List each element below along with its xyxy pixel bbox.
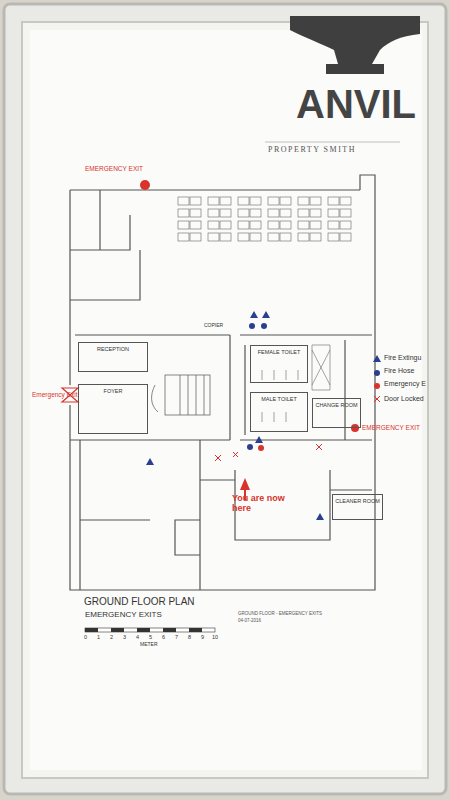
scale-number: 5	[149, 634, 152, 640]
scale-number: 9	[201, 634, 204, 640]
emergency-exit-marks	[62, 180, 380, 500]
legend-entry: Emergency E	[384, 380, 426, 387]
scale-number: 8	[188, 634, 191, 640]
scale-number: 0	[84, 634, 87, 640]
plan-label: EMERGENCY EXIT	[85, 165, 143, 172]
scale-number: 1	[97, 634, 100, 640]
room: CHANGE ROOM	[312, 398, 361, 428]
plan-label: 04-07-2016	[238, 619, 261, 624]
room: RECEPTION	[78, 342, 148, 372]
you-are-here: You are now here	[232, 494, 294, 514]
room-name: CHANGE ROOM	[313, 399, 360, 408]
scale-number: 3	[123, 634, 126, 640]
logo-rule	[265, 142, 400, 143]
staircase	[152, 375, 210, 415]
room: FEMALE TOILET	[250, 345, 308, 383]
frame-inner	[22, 22, 428, 778]
legend-entry: Fire Hose	[384, 367, 414, 374]
scale-number: 10	[212, 634, 218, 640]
room: FOYER	[78, 384, 148, 434]
plan-title: GROUND FLOOR PLAN	[84, 596, 195, 607]
room-name: MALE TOILET	[251, 393, 307, 402]
room-name: FEMALE TOILET	[251, 346, 307, 355]
scale-number: 6	[162, 634, 165, 640]
legend-entry: Door Locked	[384, 395, 424, 402]
frame	[4, 4, 446, 794]
plan-label: EMERGENCY EXIT	[362, 424, 420, 431]
brand-name: ANVIL	[296, 82, 416, 126]
door-locked-marks	[215, 396, 380, 461]
anvil-logo	[290, 16, 420, 74]
scale-number: 4	[136, 634, 139, 640]
plan-label: EMERGENCY EXITS	[85, 611, 162, 620]
room: MALE TOILET	[250, 392, 308, 432]
room-name: FOYER	[79, 385, 147, 394]
scale-number: 2	[110, 634, 113, 640]
room-name: CLEANER ROOM	[333, 495, 382, 504]
room-name: RECEPTION	[79, 343, 147, 352]
plan-label: PROPERTY SMITH	[268, 146, 356, 155]
desk-grid	[178, 197, 351, 241]
plan-label: METER	[140, 642, 158, 648]
legend-entry: Fire Extingu	[384, 354, 421, 361]
plan-label: Emergency Exit	[32, 391, 78, 398]
scale-number: 7	[175, 634, 178, 640]
scale-bar	[85, 628, 215, 632]
plan-label: COPIER	[204, 323, 223, 329]
walls	[70, 175, 375, 590]
toilet-cubicles	[262, 345, 330, 422]
plan-label: GROUND FLOOR - EMERGENCY EXITS	[238, 612, 322, 617]
paper	[30, 30, 422, 770]
room: CLEANER ROOM	[332, 494, 383, 520]
fire-equipment	[146, 311, 381, 520]
